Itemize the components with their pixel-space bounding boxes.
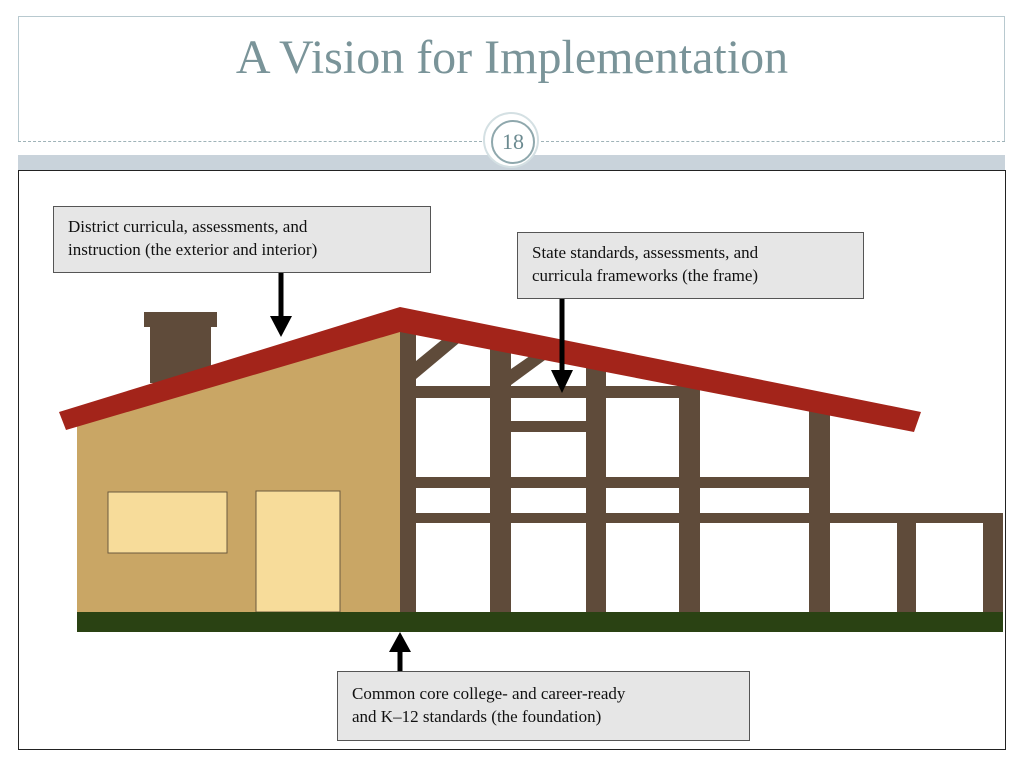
frame-post — [586, 367, 606, 612]
title-frame — [18, 16, 1005, 142]
callout-district: District curricula, assessments, and ins… — [53, 206, 431, 273]
callout-district-line2: instruction (the exterior and interior) — [68, 240, 318, 259]
frame-beam — [416, 386, 700, 398]
frame-beam — [416, 477, 809, 488]
roof — [59, 307, 921, 432]
callout-state: State standards, assessments, and curric… — [517, 232, 864, 299]
house-diagram: District curricula, assessments, and ins… — [18, 170, 1006, 750]
callout-state-line1: State standards, assessments, and — [532, 243, 759, 262]
title-divider-right — [541, 141, 1005, 142]
slide-title: A Vision for Implementation — [235, 31, 789, 84]
callout-common-core: Common core college- and career-ready an… — [337, 671, 750, 741]
callout-common-core-line2: and K–12 standards (the foundation) — [352, 707, 602, 726]
page-number-badge: 18 — [483, 112, 539, 168]
frame-brace — [416, 334, 459, 379]
house-illustration — [59, 273, 1003, 672]
callout-common-core-line1: Common core college- and career-ready — [352, 684, 626, 703]
title-divider-left — [18, 141, 482, 142]
frame-post — [400, 321, 416, 612]
chimney-cap — [144, 312, 217, 327]
frame-post — [679, 389, 700, 612]
frame-beam — [511, 421, 586, 432]
callout-district-line1: District curricula, assessments, and — [68, 217, 308, 236]
arrow-district-head — [270, 316, 292, 337]
page-number: 18 — [491, 120, 535, 164]
frame-post — [983, 513, 1003, 612]
arrow-state-head — [551, 370, 573, 393]
window — [107, 491, 228, 554]
frame-beam — [416, 513, 1003, 523]
arrow-foundation-head — [389, 632, 411, 652]
door — [255, 490, 341, 613]
frame-post — [897, 513, 916, 612]
foundation — [77, 612, 1003, 632]
callout-state-line2: curricula frameworks (the frame) — [532, 266, 759, 285]
frame-brace — [511, 351, 545, 385]
frame-post — [809, 407, 830, 612]
